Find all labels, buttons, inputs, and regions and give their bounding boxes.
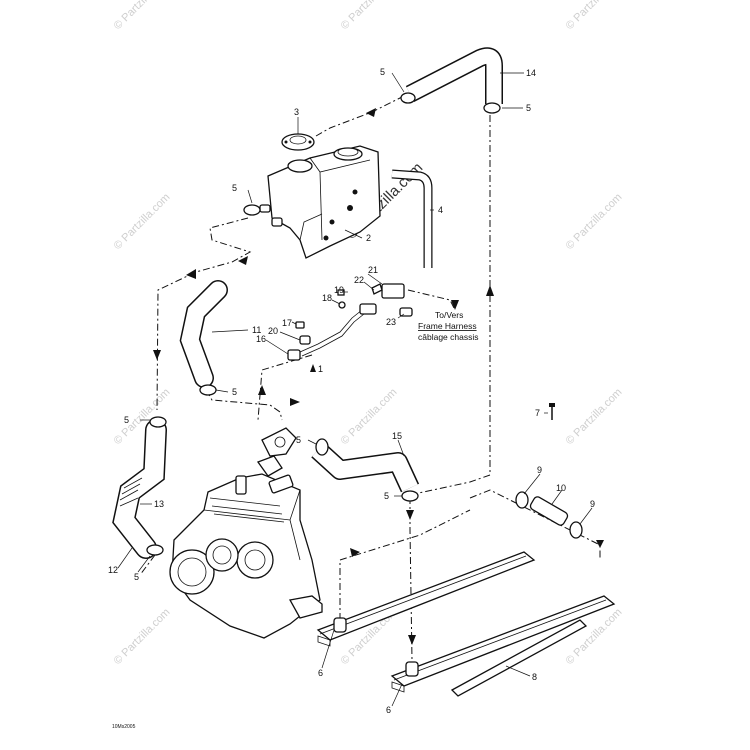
flow-line bbox=[407, 289, 456, 311]
watermark: © Partzilla.com bbox=[564, 191, 625, 252]
watermark: © Partzilla.com bbox=[112, 606, 173, 667]
callout-14: 14 bbox=[526, 68, 536, 78]
callout-6: 6 bbox=[386, 705, 391, 715]
callout-5: 5 bbox=[526, 103, 531, 113]
arrow-icon bbox=[186, 269, 196, 279]
callout-20: 20 bbox=[268, 326, 278, 336]
callout-9: 9 bbox=[537, 465, 542, 475]
callout-16: 16 bbox=[256, 334, 266, 344]
callout-17: 17 bbox=[282, 318, 292, 328]
clamp-icon bbox=[569, 521, 583, 539]
flow-line bbox=[409, 497, 413, 661]
arrow-icon bbox=[238, 256, 248, 265]
figure-code: 10Ms2005 bbox=[112, 724, 136, 730]
arrow-icon bbox=[406, 510, 414, 520]
flow-line bbox=[339, 509, 471, 620]
callout-12: 12 bbox=[108, 565, 118, 575]
callout-13: 13 bbox=[154, 499, 164, 509]
hose-11 bbox=[179, 280, 228, 388]
harness-label-line1: To/Vers bbox=[435, 310, 463, 320]
flow-line bbox=[469, 489, 601, 558]
watermark: © Partzilla.com bbox=[564, 386, 625, 447]
harness-label-line2: Frame Harness bbox=[418, 321, 477, 331]
engine bbox=[169, 427, 323, 639]
arrow-icon bbox=[153, 350, 161, 360]
watermark: © Partzilla.com bbox=[112, 0, 173, 32]
callout-numbers: 5 14 5 3 5 4 2 21 22 19 18 23 17 11 20 1… bbox=[108, 67, 595, 715]
frame-harness-label: To/Vers Frame Harness câblage chassis bbox=[418, 310, 478, 342]
arrow-icon bbox=[350, 548, 360, 557]
heat-exchanger-6-right bbox=[390, 595, 616, 693]
harness-label-line3: câblage chassis bbox=[418, 332, 478, 342]
hose-connector-10 bbox=[529, 496, 569, 526]
clamp-icon bbox=[515, 491, 529, 509]
coolant-flow-lines bbox=[139, 95, 604, 661]
callout-4: 4 bbox=[438, 205, 443, 215]
callout-2: 2 bbox=[366, 233, 371, 243]
flow-line bbox=[257, 354, 313, 421]
arrow-icon bbox=[366, 108, 376, 117]
callout-5: 5 bbox=[232, 387, 237, 397]
heat-exchanger-6-left bbox=[316, 551, 536, 647]
overflow-tube-4 bbox=[391, 169, 433, 268]
hose-15 bbox=[311, 442, 420, 493]
clamp-icon bbox=[401, 490, 419, 502]
callout-5: 5 bbox=[134, 572, 139, 582]
watermark: © Partzilla.com bbox=[339, 386, 400, 447]
callout-22: 22 bbox=[354, 275, 364, 285]
callout-7: 7 bbox=[535, 408, 540, 418]
mounting-strip-8 bbox=[450, 619, 588, 697]
callout-5: 5 bbox=[232, 183, 237, 193]
flow-line bbox=[156, 217, 252, 411]
clamp-icon bbox=[199, 384, 217, 396]
watermark: © Partzilla.com bbox=[339, 0, 400, 32]
arrow-icon bbox=[408, 635, 416, 645]
callout-18: 18 bbox=[322, 293, 332, 303]
clamp-icon bbox=[243, 204, 261, 216]
callout-9: 9 bbox=[590, 499, 595, 509]
callout-5: 5 bbox=[384, 491, 389, 501]
callout-5: 5 bbox=[124, 415, 129, 425]
flow-line bbox=[205, 389, 283, 421]
watermark: © Partzilla.com bbox=[564, 0, 625, 32]
arrow-icon bbox=[486, 285, 494, 296]
hose-clamps bbox=[146, 92, 583, 556]
callout-5: 5 bbox=[296, 435, 301, 445]
callout-3: 3 bbox=[294, 107, 299, 117]
clamp-icon bbox=[315, 438, 329, 456]
watermark: © Partzilla.com bbox=[112, 191, 173, 252]
arrow-icon bbox=[258, 385, 266, 395]
leader-lines bbox=[117, 72, 593, 707]
arrow-icon bbox=[290, 398, 300, 406]
callout-21: 21 bbox=[368, 265, 378, 275]
callout-8: 8 bbox=[532, 672, 537, 682]
arrow-icon bbox=[451, 300, 459, 310]
clamp-icon bbox=[483, 102, 501, 114]
callout-11: 11 bbox=[252, 325, 261, 335]
callout-10: 10 bbox=[556, 483, 566, 493]
clamp-icon bbox=[400, 92, 416, 104]
hose-14 bbox=[405, 47, 503, 104]
callout-19: 19 bbox=[334, 285, 344, 295]
callout-1: 1 bbox=[318, 364, 323, 374]
callout-15: 15 bbox=[392, 431, 402, 441]
clamp-icon bbox=[149, 416, 167, 428]
pressure-cap-3 bbox=[281, 133, 315, 151]
coolant-tank-2 bbox=[259, 145, 381, 259]
hose-13 bbox=[112, 419, 167, 559]
clamp-icon bbox=[146, 544, 164, 556]
bolt-7 bbox=[549, 403, 555, 420]
callout-5: 5 bbox=[380, 67, 385, 77]
callout-23: 23 bbox=[386, 317, 396, 327]
flow-line bbox=[139, 554, 156, 576]
arrow-icon bbox=[596, 540, 604, 548]
flow-line bbox=[315, 95, 405, 137]
callout-6: 6 bbox=[318, 668, 323, 678]
temperature-sensor-harness bbox=[287, 283, 413, 372]
